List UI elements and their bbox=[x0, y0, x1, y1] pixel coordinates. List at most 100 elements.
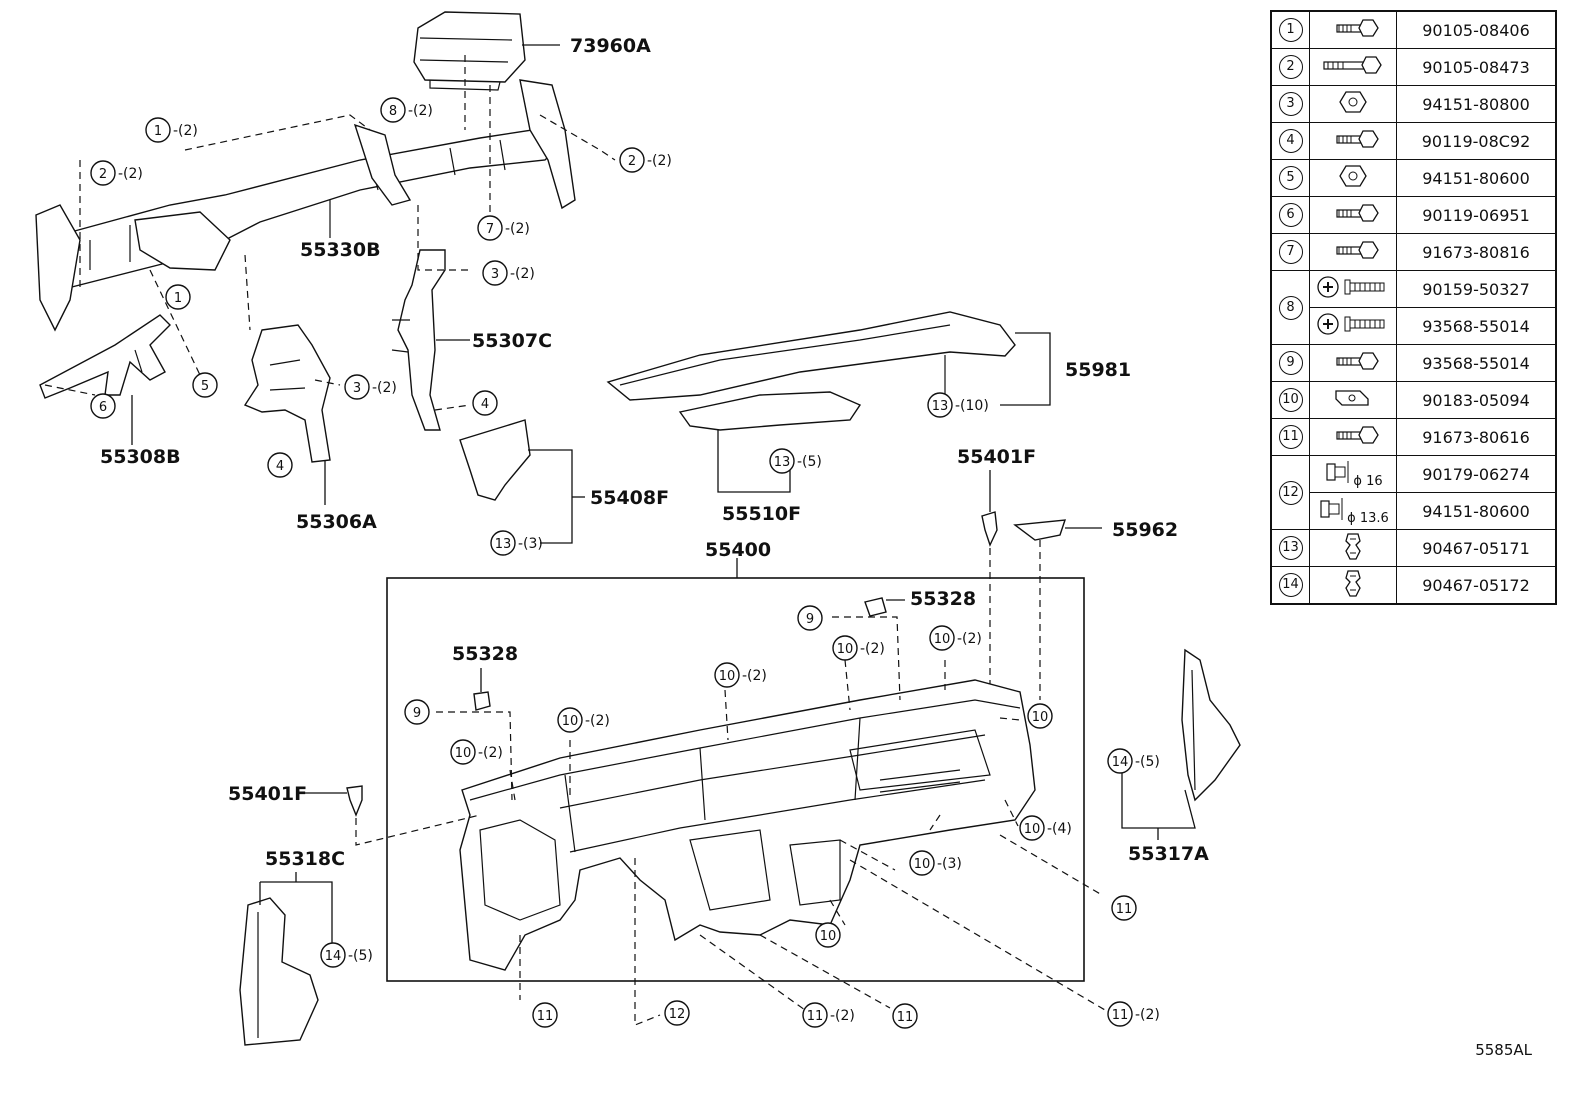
bracket-55328-left[interactable] bbox=[436, 668, 513, 801]
callout-10: 10-(2) bbox=[929, 625, 982, 651]
legend-part-number[interactable]: 94151-80600 bbox=[1396, 492, 1557, 530]
legend-number-cell: 1 bbox=[1270, 10, 1310, 49]
legend-part-number[interactable]: 90105-08473 bbox=[1396, 48, 1557, 86]
callout-number: 10 bbox=[837, 642, 854, 657]
callout-10: 10-(3) bbox=[909, 850, 962, 876]
callout-quantity: -(4) bbox=[1047, 821, 1072, 837]
part-label-55308B: 55308B bbox=[100, 446, 181, 468]
callout-number: 10 bbox=[1032, 710, 1049, 725]
callout-circle bbox=[482, 260, 508, 286]
callout-circle bbox=[1107, 1001, 1133, 1027]
callout-circle bbox=[832, 635, 858, 661]
part-label-55401F-left: 55401F bbox=[228, 783, 307, 805]
callout-circle bbox=[1111, 895, 1137, 921]
callout-10: 10-(4) bbox=[1019, 815, 1072, 841]
callout-11: 11-(2) bbox=[1107, 1001, 1160, 1027]
panel-55408F[interactable] bbox=[459, 419, 585, 544]
callout-8: 8-(2) bbox=[380, 97, 433, 123]
legend-part-number[interactable]: 90119-06951 bbox=[1396, 196, 1557, 234]
legend-number-cell: 6 bbox=[1270, 196, 1310, 234]
callout-10: 10-(2) bbox=[557, 707, 610, 733]
callout-circle bbox=[477, 215, 503, 241]
legend-part-number[interactable]: 93568-55014 bbox=[1396, 307, 1557, 345]
callout-13: 13-(3) bbox=[490, 530, 543, 556]
legend-row: 7 91673-80816 bbox=[1270, 233, 1557, 271]
legend-part-number[interactable]: 90105-08406 bbox=[1396, 10, 1557, 49]
callout-circle bbox=[1019, 815, 1045, 841]
legend-part-number[interactable]: 94151-80600 bbox=[1396, 159, 1557, 197]
callout-10: 10 bbox=[1027, 703, 1053, 729]
callout-number: 14 bbox=[1112, 755, 1129, 770]
part-label-55962: 55962 bbox=[1112, 519, 1178, 541]
steering-support-55330B[interactable] bbox=[35, 79, 576, 332]
part-label-55408F: 55408F bbox=[590, 487, 669, 509]
airbag-module-73960A[interactable] bbox=[413, 11, 560, 91]
callout-12: 12 bbox=[664, 1000, 690, 1026]
legend-number-cell: 11 bbox=[1270, 418, 1310, 456]
callout-6: 6 bbox=[90, 393, 116, 419]
callout-number: 5 bbox=[201, 379, 209, 394]
legend-part-number[interactable]: 91673-80816 bbox=[1396, 233, 1557, 271]
callout-quantity: -(2) bbox=[408, 103, 433, 119]
callout-circle bbox=[90, 393, 116, 419]
legend-part-number[interactable]: 90159-50327 bbox=[1396, 270, 1557, 308]
screw-icon bbox=[1309, 307, 1397, 345]
part-label-55401F-top: 55401F bbox=[957, 446, 1036, 468]
instrument-panel-55400[interactable] bbox=[459, 679, 1036, 971]
legend-part-number[interactable]: 91673-80616 bbox=[1396, 418, 1557, 456]
callout-number: 7 bbox=[486, 222, 494, 237]
part-label-55400: 55400 bbox=[705, 539, 771, 561]
callout-10: 10-(2) bbox=[450, 739, 503, 765]
callout-quantity: -(2) bbox=[118, 166, 143, 182]
bolt-icon bbox=[1309, 196, 1397, 234]
part-label-55328-left: 55328 bbox=[452, 643, 518, 665]
part-label-55510F: 55510F bbox=[722, 503, 801, 525]
callout-2: 2-(2) bbox=[90, 160, 143, 186]
legend-number-cell: 7 bbox=[1270, 233, 1310, 271]
part-label-55328-right: 55328 bbox=[910, 588, 976, 610]
bolt-icon bbox=[1309, 418, 1397, 456]
callout-number: 13 bbox=[774, 455, 791, 470]
callout-circle bbox=[769, 448, 795, 474]
clip-55401F-top[interactable] bbox=[981, 470, 998, 720]
callout-11: 11 bbox=[892, 1003, 918, 1029]
callout-number: 11 bbox=[1116, 902, 1133, 917]
upper-panel-55981[interactable] bbox=[606, 311, 1051, 406]
legend-part-number[interactable]: 90467-05171 bbox=[1396, 529, 1557, 567]
pad-55962[interactable] bbox=[1013, 519, 1102, 700]
legend-part-number[interactable]: 90119-08C92 bbox=[1396, 122, 1557, 160]
bolt-icon bbox=[1309, 10, 1397, 49]
clip-nut-icon bbox=[1309, 381, 1397, 419]
legend-part-number[interactable]: 90467-05172 bbox=[1396, 566, 1557, 605]
panel-55510F[interactable] bbox=[678, 391, 862, 493]
callout-number: 12 bbox=[669, 1007, 686, 1022]
legend-number: 4 bbox=[1278, 129, 1303, 153]
callout-number: 1 bbox=[174, 291, 182, 306]
callout-7: 7-(2) bbox=[477, 215, 530, 241]
side-cover-55317A[interactable] bbox=[1121, 648, 1241, 840]
callout-9: 9 bbox=[404, 699, 430, 725]
legend-number: 2 bbox=[1278, 55, 1303, 79]
legend-part-number[interactable]: 94151-80800 bbox=[1396, 85, 1557, 123]
callout-quantity: -(2) bbox=[372, 380, 397, 396]
legend-part-number[interactable]: 93568-55014 bbox=[1396, 344, 1557, 382]
brace-55308B[interactable] bbox=[39, 314, 171, 445]
callout-quantity: -(2) bbox=[585, 713, 610, 729]
callout-14: 14-(5) bbox=[320, 942, 373, 968]
callout-quantity: -(2) bbox=[647, 153, 672, 169]
legend-number-cell: 3 bbox=[1270, 85, 1310, 123]
assembly-lines bbox=[44, 55, 1106, 1026]
callout-number: 10 bbox=[914, 857, 931, 872]
callout-circle bbox=[344, 374, 370, 400]
legend-part-number[interactable]: 90183-05094 bbox=[1396, 381, 1557, 419]
clip-55401F-left[interactable] bbox=[302, 785, 481, 846]
legend-part-number[interactable]: 90179-06274 bbox=[1396, 455, 1557, 493]
bracket-55328-right[interactable] bbox=[832, 597, 905, 701]
brace-55307C[interactable] bbox=[391, 249, 470, 431]
side-cover-55318C[interactable] bbox=[239, 872, 333, 1046]
brace-55306A[interactable] bbox=[243, 324, 331, 505]
callout-4: 4 bbox=[267, 452, 293, 478]
callout-13: 13-(10) bbox=[927, 392, 989, 418]
callout-quantity: -(2) bbox=[478, 745, 503, 761]
callout-circle bbox=[892, 1003, 918, 1029]
